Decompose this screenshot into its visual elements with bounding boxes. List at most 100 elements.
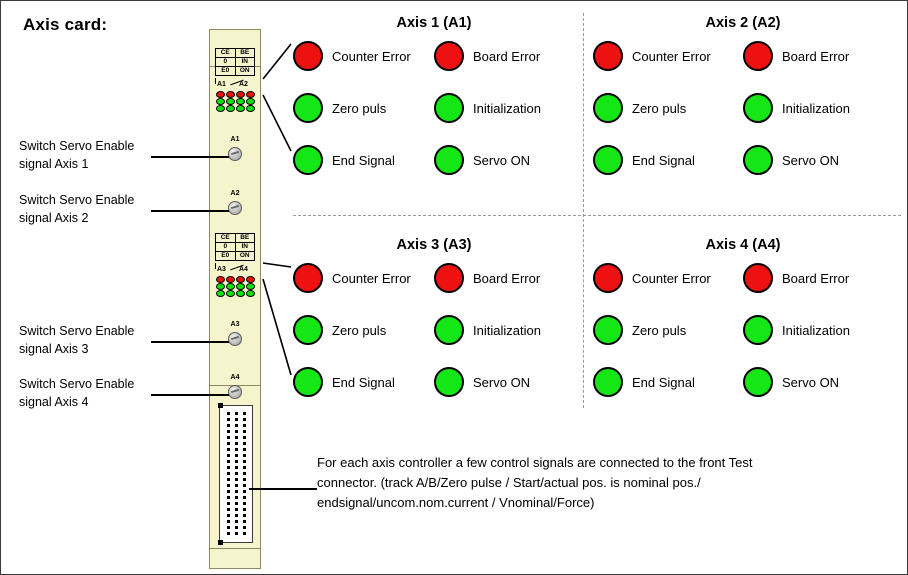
card-led-matrix-a3-a4 [216,276,256,297]
connector-pin [226,520,230,523]
connector-corner-icon [218,403,223,408]
legend-cell: 0 [215,242,236,252]
card-led [236,91,245,98]
axis-led-row: Board Error [743,263,893,293]
axis-led-row: Board Error [434,41,575,71]
axis-panel-title-a1: Axis 1 (A1) [396,15,472,31]
connector-pin [242,508,246,511]
servo-enable-switch-a2[interactable]: A2 [228,190,242,215]
connector-pin [234,442,238,445]
card-led [226,276,235,283]
axis-led-row: Initialization [743,93,893,123]
led-label: Board Error [473,48,541,64]
connector-pin [234,424,238,427]
connector-pin [234,418,238,421]
card-led [226,283,235,290]
connector-pin [226,484,230,487]
connector-pin [226,502,230,505]
led-label: Board Error [782,48,850,64]
card-led [226,290,235,297]
led-indicator-green [434,315,464,345]
card-led [216,283,225,290]
connector-pin [226,448,230,451]
connector-pin [226,526,230,529]
axis-led-row: Zero puls [293,93,434,123]
connector-pin [242,412,246,415]
led-indicator-green [593,93,623,123]
legend-cell: CE [215,233,236,243]
card-axis-label-a1: A1 [217,81,226,88]
legend-cell: IN [234,57,255,67]
axis-led-row: Servo ON [434,145,575,175]
connector-pin [242,454,246,457]
connector-pin [226,418,230,421]
card-led [236,276,245,283]
servo-enable-switch-a1[interactable]: A1 [228,136,242,161]
connector-pin [226,532,230,535]
axis-led-row: Initialization [743,315,893,345]
legend-cell: E0 [215,251,236,261]
axis-led-row: End Signal [293,367,434,397]
leader-line-axis3 [151,341,229,343]
card-led [226,105,235,112]
axis-led-row: Zero puls [593,315,743,345]
servo-enable-switch-a4[interactable]: A4 [228,374,242,399]
tick-mark-icon [215,78,216,84]
led-indicator-green [743,315,773,345]
connector-pin [234,478,238,481]
connector-pin [242,430,246,433]
leader-line-connector [249,488,317,490]
switch-label-a1: A1 [230,136,240,143]
card-led [236,290,245,297]
connector-pin [234,466,238,469]
connector-pin [234,460,238,463]
card-led [226,91,235,98]
axis-led-row: Initialization [434,315,575,345]
led-indicator-green [293,93,323,123]
axis-led-row: Servo ON [743,367,893,397]
led-label: Zero puls [632,322,687,338]
connector-pin [226,412,230,415]
connector-pin [234,520,238,523]
led-indicator-red [434,41,464,71]
connector-pin [242,484,246,487]
connector-pin [242,472,246,475]
axis-led-row: Zero puls [293,315,434,345]
switch-label-a3: A3 [230,321,240,328]
led-label: End Signal [632,152,695,168]
axis-led-row: End Signal [593,145,743,175]
connector-pin [242,448,246,451]
card-legend-table-a1-a2: CE BE 0 IN E0 ON [215,48,255,76]
connector-pin [226,514,230,517]
servo-enable-switch-a3[interactable]: A3 [228,321,242,346]
led-label: Counter Error [632,48,711,64]
led-label: Servo ON [473,374,531,390]
card-legend-table-a3-a4: CE BE 0 IN E0 ON [215,233,255,261]
axis-led-row: Counter Error [293,41,434,71]
card-axis-label-a2: A2 [239,81,248,88]
card-led [236,283,245,290]
card-axis-label-a4: A4 [239,266,248,273]
card-led [216,98,225,105]
led-label: Initialization [782,100,850,116]
led-indicator-green [293,145,323,175]
led-indicator-green [434,93,464,123]
connector-pin [226,436,230,439]
card-led [226,98,235,105]
led-indicator-red [293,263,323,293]
connector-pin [242,520,246,523]
led-indicator-green [743,367,773,397]
axis-led-row: Board Error [743,41,893,71]
connector-pin [234,472,238,475]
led-indicator-green [434,367,464,397]
led-indicator-green [743,93,773,123]
legend-cell: ON [234,251,255,261]
test-connector [218,403,253,545]
connector-pin [234,496,238,499]
axis-panel-title-a2: Axis 2 (A2) [705,15,781,31]
led-label: End Signal [332,152,395,168]
led-indicator-green [293,367,323,397]
